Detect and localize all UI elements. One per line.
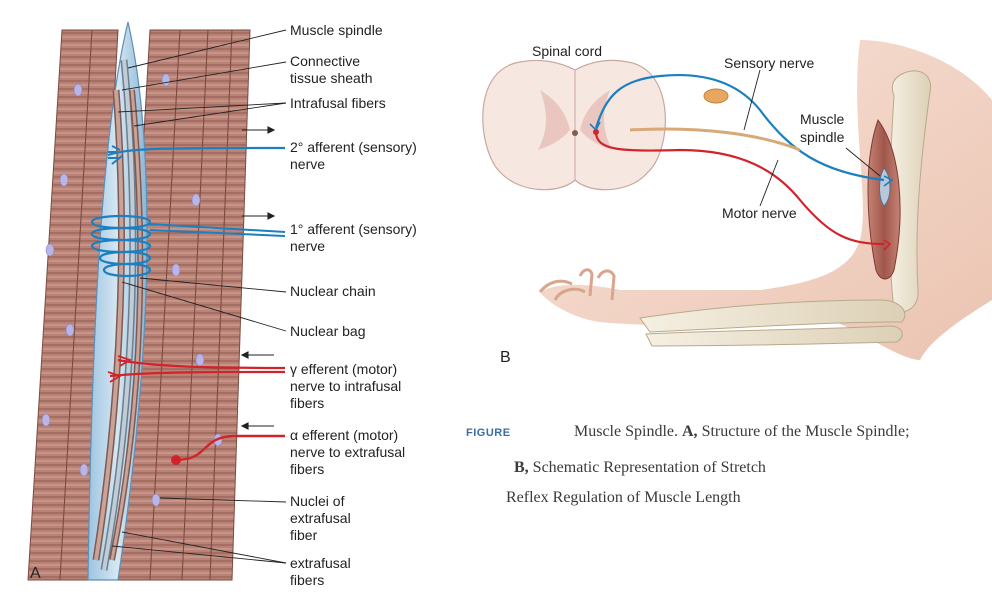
- caption-line1-post: Structure of the Muscle Spindle;: [698, 423, 910, 440]
- label-muscle-spindle-2: spindle: [800, 129, 845, 145]
- extrafusal-fibers-illustration: [27, 29, 251, 581]
- panel-b-leader-lines: [743, 69, 881, 207]
- direction-arrows: [240, 126, 276, 430]
- label-connective-2: tissue sheath: [290, 70, 373, 86]
- label-spinal-cord: Spinal cord: [532, 43, 602, 59]
- label-alpha-efferent-3: fibers: [290, 461, 324, 477]
- nerve-bundle: [629, 127, 801, 152]
- label-extrafusal-1: extrafusal: [290, 555, 351, 571]
- panel-b-stretch-reflex: Spinal cord Sensory nerve Muscle spindle…: [482, 40, 992, 366]
- label-intrafusal-fibers: Intrafusal fibers: [290, 95, 386, 111]
- panel-a-letter: A: [30, 565, 41, 582]
- primary-afferent-nerve: [90, 214, 286, 278]
- extrafusal-nuclei: [41, 73, 223, 507]
- alpha-efferent-nerve: [171, 434, 285, 465]
- label-gamma-efferent-2: nerve to intrafusal: [290, 378, 401, 394]
- label-nuclei-3: fiber: [290, 527, 318, 543]
- caption-line-1: Muscle Spindle. A, Structure of the Musc…: [574, 423, 910, 440]
- label-primary-afferent-1: 1° afferent (sensory): [290, 221, 417, 237]
- panel-b-letter: B: [500, 349, 511, 366]
- label-extrafusal-2: fibers: [290, 572, 324, 588]
- motor-nerve-path: [593, 129, 892, 251]
- secondary-afferent-nerve: [107, 145, 286, 165]
- label-primary-afferent-2: nerve: [290, 238, 325, 254]
- label-nuclear-chain: Nuclear chain: [290, 283, 376, 299]
- panel-a-leader-lines: [111, 29, 287, 564]
- label-nuclear-bag: Nuclear bag: [290, 323, 366, 339]
- caption-figure-word: FIGURE: [466, 427, 511, 439]
- label-secondary-afferent-2: nerve: [290, 156, 325, 172]
- label-alpha-efferent-2: nerve to extrafusal: [290, 444, 405, 460]
- gamma-efferent-nerve: [107, 355, 286, 383]
- caption-line1-pre: Muscle Spindle.: [574, 423, 682, 440]
- label-gamma-efferent-1: γ efferent (motor): [290, 361, 397, 377]
- caption-line2-post: Schematic Representation of Stretch: [529, 459, 766, 476]
- label-alpha-efferent-1: α efferent (motor): [290, 427, 398, 443]
- label-connective-1: Connective: [290, 53, 360, 69]
- caption-line-3: Reflex Regulation of Muscle Length: [506, 489, 741, 506]
- label-sensory-nerve: Sensory nerve: [724, 55, 814, 71]
- caption-line2-b: B,: [514, 459, 529, 476]
- label-muscle-spindle-1: Muscle: [800, 111, 845, 127]
- label-secondary-afferent-1: 2° afferent (sensory): [290, 139, 417, 155]
- label-muscle-spindle: Muscle spindle: [290, 22, 383, 38]
- label-motor-nerve: Motor nerve: [722, 205, 797, 221]
- figure-caption: FIGURE Muscle Spindle. A, Structure of t…: [466, 423, 910, 506]
- caption-line1-a: A,: [682, 423, 698, 440]
- panel-a-spindle-structure: Muscle spindle Connective tissue sheath …: [27, 21, 417, 588]
- spinal-cord-illustration: [482, 59, 666, 191]
- label-nuclei-1: Nuclei of: [290, 493, 345, 509]
- muscle-spindle-illustration: [87, 21, 148, 581]
- label-nuclei-2: extrafusal: [290, 510, 351, 526]
- label-gamma-efferent-3: fibers: [290, 395, 324, 411]
- caption-line-2: B, Schematic Representation of Stretch: [514, 459, 766, 476]
- arm-illustration: [538, 40, 992, 360]
